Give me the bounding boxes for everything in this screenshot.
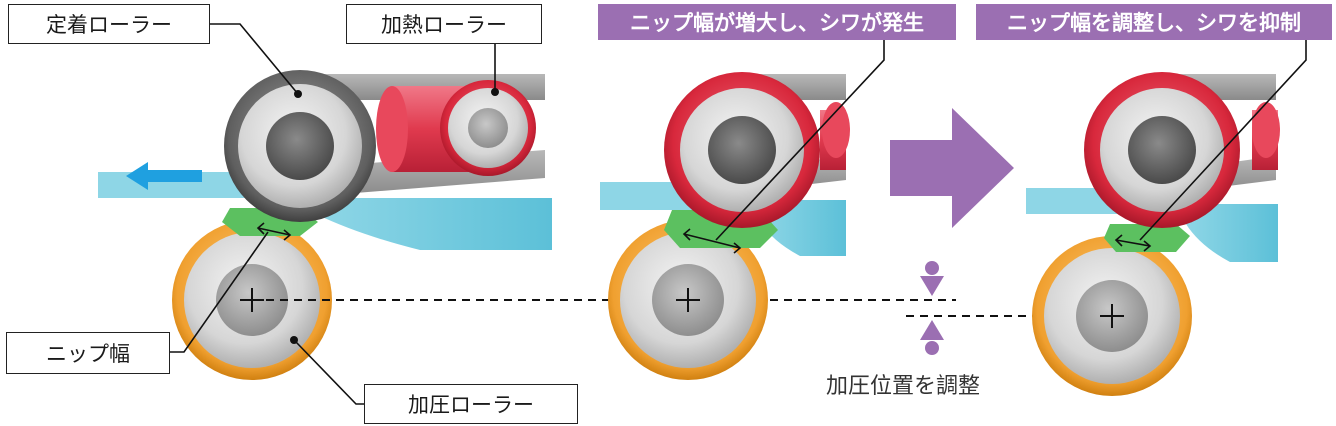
heating-roller-partial (820, 102, 850, 170)
nip-width-label: ニップ幅 (6, 332, 170, 374)
fixing-roller-heated (664, 72, 820, 228)
heating-roller-partial (1252, 102, 1280, 170)
heating-roller (376, 80, 536, 176)
suppressed-caption: ニップ幅を調整し、シワを抑制 (976, 4, 1332, 40)
panel-adjusted (1026, 40, 1307, 396)
leader-line (1139, 40, 1307, 241)
paper-in (1186, 204, 1278, 262)
pressure-center-mark (676, 288, 700, 312)
adjust-position-label: 加圧位置を調整 (826, 374, 981, 399)
paper-direction-arrow (126, 162, 202, 190)
pressure-roller-label: 加圧ローラー (364, 384, 578, 424)
fixing-roller-label: 定着ローラー (8, 4, 210, 44)
panel-wrinkle (600, 40, 885, 380)
nip-width-arrow (256, 222, 292, 241)
pressure-center-mark (1100, 304, 1124, 328)
heating-roller-label: 加熱ローラー (346, 4, 542, 44)
fixing-roller (224, 70, 376, 222)
nip-width-arrow (1114, 234, 1152, 252)
adjust-indicator (920, 261, 944, 355)
nip-width-arrow (682, 228, 742, 254)
wrinkle-caption: ニップ幅が増大し、シワが発生 (598, 4, 956, 40)
fixing-roller-heated (1084, 72, 1240, 228)
paper-in (318, 198, 552, 250)
nip-area (1104, 224, 1190, 252)
leader-line (715, 40, 885, 241)
transition-arrow (890, 108, 1014, 228)
